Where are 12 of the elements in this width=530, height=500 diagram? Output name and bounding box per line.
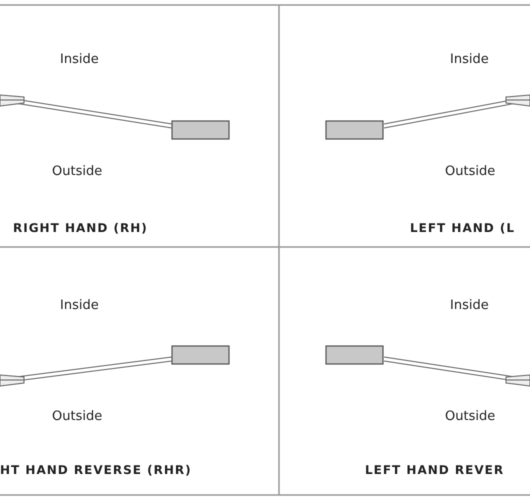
side-label: Outside xyxy=(445,164,496,180)
handing-label: LEFT HAND REVER xyxy=(365,462,504,478)
side-label: Inside xyxy=(60,298,99,314)
side-label: Outside xyxy=(52,409,102,425)
side-label: Outside xyxy=(52,164,102,180)
handing-label: RIGHT HAND (RH) xyxy=(13,220,148,236)
handing-label: LEFT HAND (L xyxy=(410,220,516,236)
side-label: Outside xyxy=(445,409,496,425)
side-label: Inside xyxy=(60,52,99,68)
side-label: Inside xyxy=(450,52,489,68)
handing-label: HT HAND REVERSE (RHR) xyxy=(0,462,192,478)
side-label: Inside xyxy=(450,298,489,314)
